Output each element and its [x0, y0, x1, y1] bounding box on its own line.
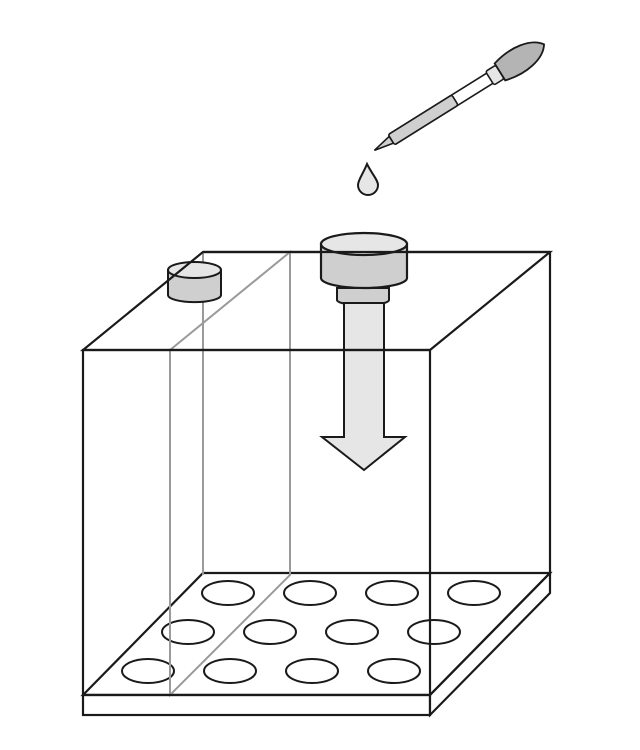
well-1-4 — [447, 580, 501, 606]
well-3-3 — [285, 658, 339, 684]
well-1-1 — [201, 580, 255, 606]
box-top-face — [79, 250, 554, 352]
well-3-2 — [203, 658, 257, 684]
well-1-2 — [283, 580, 337, 606]
partition-wall — [169, 249, 291, 698]
container-front — [79, 250, 554, 697]
plate-front-face — [81, 693, 432, 717]
partition-panel — [169, 249, 291, 698]
dropper-liquid — [388, 94, 459, 145]
dropper-bulb — [493, 41, 545, 82]
drop-icon — [356, 161, 380, 196]
wells-group — [121, 580, 501, 684]
well-2-3 — [325, 619, 379, 645]
dropper-icon — [373, 41, 545, 152]
down-arrow-icon — [319, 302, 408, 472]
stopper-cap-icon — [319, 231, 409, 307]
well-2-2 — [243, 619, 297, 645]
well-3-4 — [367, 658, 421, 684]
well-2-4 — [407, 619, 461, 645]
well-2-1 — [161, 619, 215, 645]
well-1-3 — [365, 580, 419, 606]
well-3-1 — [121, 658, 175, 684]
small-stopper-cap-icon — [167, 261, 222, 304]
box-front-face — [81, 348, 432, 697]
box-right-front-edge — [429, 572, 551, 696]
